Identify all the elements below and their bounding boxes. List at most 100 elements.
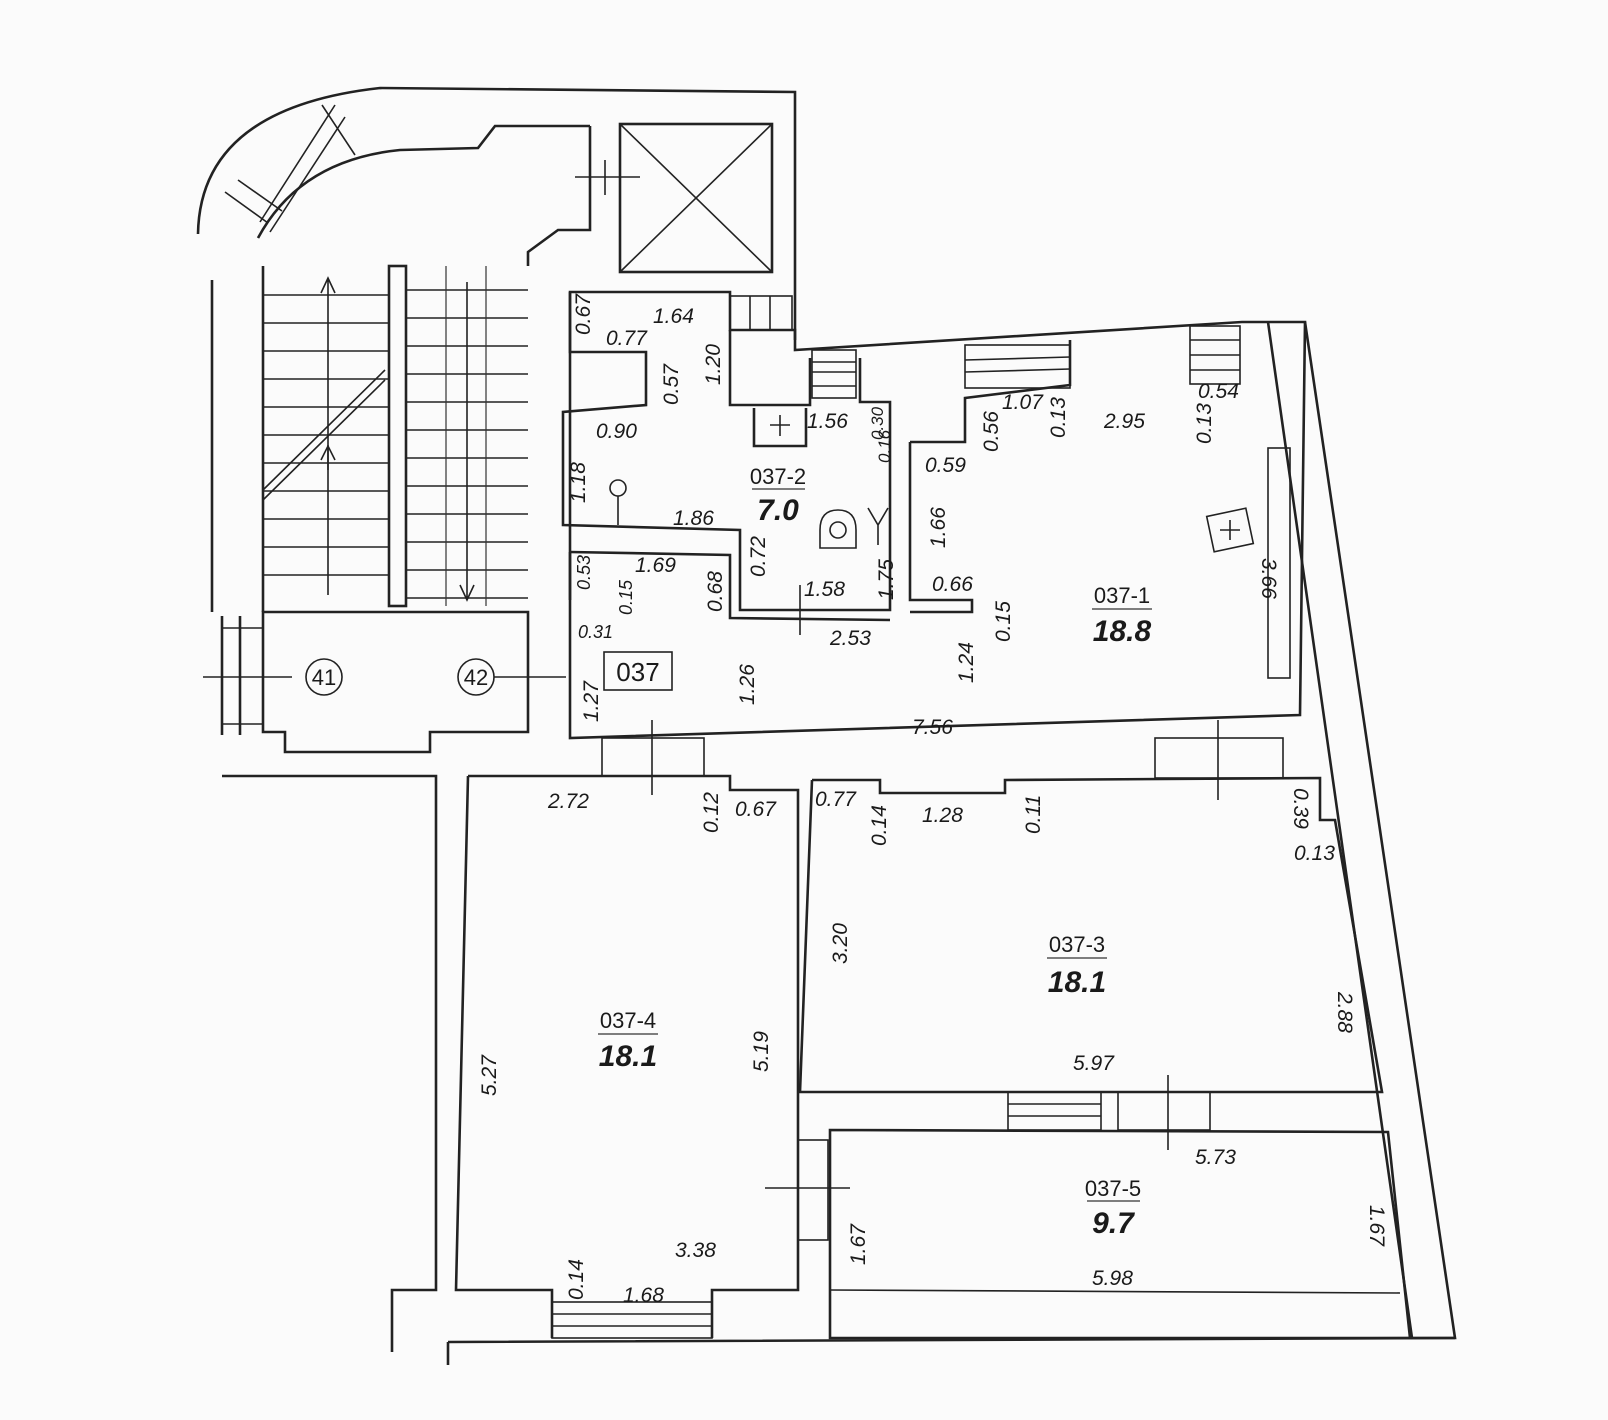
stair-arc-line xyxy=(259,104,336,223)
dim: 5.98 xyxy=(1092,1267,1133,1290)
stair-inner-arc xyxy=(256,124,590,239)
dim: 1.75 xyxy=(875,559,898,600)
room-037-3-area: 18.1 xyxy=(1048,966,1106,999)
room-037-4-id: 037-4 xyxy=(600,1008,656,1033)
apartment-label: 037 xyxy=(616,657,659,687)
elevator-box xyxy=(618,122,774,274)
stair-right-wall xyxy=(526,126,592,266)
room-037-3-id: 037-3 xyxy=(1049,932,1105,957)
door-opening xyxy=(601,737,705,777)
dim: 0.59 xyxy=(925,454,966,477)
dim: 0.14 xyxy=(868,805,891,846)
stair-steps-left xyxy=(263,294,389,576)
room-037-1-partition xyxy=(908,442,974,614)
dim: 1.86 xyxy=(673,507,714,530)
stair-bottom xyxy=(261,610,530,754)
window-frame xyxy=(551,1301,713,1339)
dim: 1.07 xyxy=(1002,391,1044,414)
dim: 1.28 xyxy=(922,804,963,827)
dim: 5.27 xyxy=(478,1054,501,1096)
dimensions: 0.67 1.64 0.77 1.20 0.57 0.90 1.18 1.56 … xyxy=(478,293,1388,1307)
valve-icon xyxy=(867,507,889,545)
stair-up-arrow-2 xyxy=(320,444,336,470)
stair-arc-line xyxy=(269,116,346,233)
dim: 0.68 xyxy=(704,571,727,612)
dim: 0.13 xyxy=(1294,842,1335,865)
dim: 3.66 xyxy=(1257,558,1280,599)
dim: 2.88 xyxy=(1333,991,1356,1033)
dim: 7.56 xyxy=(912,716,953,739)
stair-arc-line xyxy=(237,179,283,212)
dim: 1.56 xyxy=(807,410,848,433)
dim: 0.12 xyxy=(700,792,723,833)
stair-arc-line xyxy=(321,104,356,156)
room-037-5-id: 037-5 xyxy=(1085,1176,1141,1201)
dim: 1.26 xyxy=(736,664,759,705)
dim: 1.24 xyxy=(955,642,978,683)
dim: 1.68 xyxy=(623,1284,664,1307)
dim: 2.53 xyxy=(829,627,871,650)
stair-center-wall xyxy=(387,264,408,608)
dim: 3.38 xyxy=(675,1239,716,1262)
dim: 0.77 xyxy=(606,327,648,350)
dim: 0.13 xyxy=(1047,397,1070,438)
dim: 0.30 xyxy=(868,406,887,440)
apartment-lower-walls xyxy=(222,321,1457,1365)
dim: 1.18 xyxy=(567,462,590,503)
dim: 0.14 xyxy=(565,1259,588,1300)
axis-markers: 41 42 xyxy=(203,658,566,696)
window-frame xyxy=(729,295,793,331)
dim: 0.16 xyxy=(875,429,894,463)
door-opening xyxy=(1117,1091,1211,1131)
room-labels: 037-2 7.0 037-1 18.8 037-3 18.1 037-4 18… xyxy=(598,464,1152,1240)
axis-41-wall xyxy=(220,616,242,735)
dim: 5.19 xyxy=(750,1031,773,1072)
dim: 1.67 xyxy=(847,1223,870,1265)
dim: 0.57 xyxy=(660,363,683,405)
room-037-1-area: 18.8 xyxy=(1093,615,1152,648)
dim: 5.97 xyxy=(1073,1052,1115,1075)
outer-left-vertical xyxy=(222,774,438,1352)
room-037-2-area: 7.0 xyxy=(757,494,799,527)
outlet-box xyxy=(1205,507,1255,553)
elevator-shaft xyxy=(575,122,774,274)
dim: 0.90 xyxy=(596,420,637,443)
window-frame xyxy=(1007,1091,1102,1131)
dim: 1.66 xyxy=(927,507,950,548)
dim: 0.77 xyxy=(815,788,857,811)
stair-up-arrow xyxy=(320,276,336,595)
dim: 0.67 xyxy=(735,798,777,821)
stair-diagonal xyxy=(262,379,386,501)
room-037-5-wall xyxy=(828,1128,1412,1340)
room-037-2-top-right xyxy=(728,330,812,407)
dim: 0.15 xyxy=(616,579,636,615)
dim: 0.53 xyxy=(574,555,594,590)
hallway-partition xyxy=(569,550,891,622)
room-037-2-wall xyxy=(561,292,892,612)
room-037-5-area: 9.7 xyxy=(1092,1207,1135,1240)
dim: 5.73 xyxy=(1195,1146,1236,1169)
dim: 0.13 xyxy=(1193,403,1216,444)
dim: 1.58 xyxy=(804,578,845,601)
apartment-label-box xyxy=(603,651,673,691)
dim: 0.72 xyxy=(747,536,770,577)
bath-box xyxy=(752,408,808,448)
dim: 1.20 xyxy=(702,344,725,385)
dim: 0.56 xyxy=(980,411,1003,452)
dim: 1.67 xyxy=(1365,1205,1388,1247)
radiator xyxy=(1267,447,1291,679)
dim: 1.27 xyxy=(580,680,603,722)
apartment-upper-walls xyxy=(561,290,1307,740)
dim: 2.72 xyxy=(547,790,589,813)
dim: 3.20 xyxy=(829,923,852,964)
room-037-2-id: 037-2 xyxy=(750,464,806,489)
room-037-4-area: 18.1 xyxy=(599,1040,657,1073)
staircase xyxy=(196,86,797,754)
window-frame xyxy=(964,344,1071,389)
door-opening xyxy=(797,1139,829,1241)
dim: 1.69 xyxy=(635,554,676,577)
axis-42-label: 42 xyxy=(464,665,488,690)
door-opening xyxy=(1154,737,1284,779)
